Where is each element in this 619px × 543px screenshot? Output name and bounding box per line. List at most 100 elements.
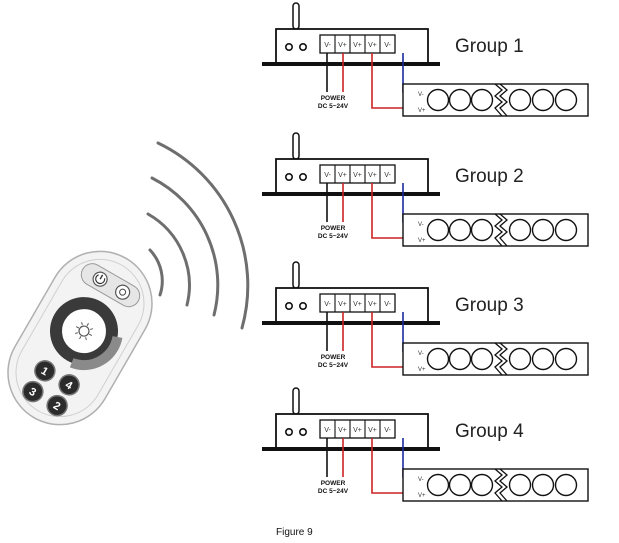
group-label: Group 2	[455, 166, 524, 187]
screw-hole-icon	[298, 42, 307, 51]
antenna-icon	[292, 261, 300, 289]
group-button-3[interactable]: 3	[19, 378, 46, 405]
strip-positive-wire	[371, 183, 410, 239]
terminal-label: V-	[384, 427, 391, 434]
led-icon	[508, 218, 532, 242]
led-icon	[508, 88, 532, 112]
strip-polarity-label: V+	[418, 367, 426, 373]
power-label: POWER	[321, 225, 346, 232]
terminal-block	[319, 293, 396, 313]
group-button-label: 3	[27, 386, 38, 399]
terminal-label: V+	[338, 301, 347, 308]
led-icon	[426, 473, 450, 497]
strip-polarity-label: V-	[418, 222, 424, 228]
led-icon	[531, 473, 555, 497]
screw-hole-icon	[298, 301, 307, 310]
strip-polarity-label: V+	[418, 238, 426, 244]
led-icon	[470, 473, 494, 497]
screw-hole-icon	[298, 172, 307, 181]
terminal-label: V+	[368, 301, 377, 308]
antenna-icon	[292, 387, 300, 415]
terminal-label: V+	[353, 172, 362, 179]
power-label: POWER	[321, 354, 346, 361]
led-icon	[448, 473, 472, 497]
group-button-2[interactable]: 2	[43, 392, 70, 419]
terminal-label: V+	[353, 427, 362, 434]
terminal-label: V+	[353, 301, 362, 308]
group-label: Group 4	[455, 421, 524, 442]
controller-base	[262, 321, 440, 325]
led-icon	[470, 88, 494, 112]
group-button-label: 2	[51, 400, 62, 413]
antenna-icon	[292, 132, 300, 160]
touch-dimmer-ring[interactable]	[24, 272, 143, 391]
led-icon	[554, 473, 578, 497]
terminal-label: V+	[368, 172, 377, 179]
led-icon	[554, 88, 578, 112]
strip-polarity-label: V-	[418, 92, 424, 98]
terminal-label: V-	[384, 172, 391, 179]
terminal-label: V+	[368, 427, 377, 434]
led-icon	[554, 218, 578, 242]
screw-hole-icon	[298, 427, 307, 436]
led-icon	[531, 88, 555, 112]
strip-polarity-label: V+	[418, 108, 426, 114]
terminal-block	[319, 164, 396, 184]
strip-polarity-label: V-	[418, 477, 424, 483]
led-icon	[426, 88, 450, 112]
led-icon	[531, 218, 555, 242]
terminal-label: V+	[353, 42, 362, 49]
led-icon	[531, 347, 555, 371]
remote-control: 1 4 3 2	[7, 141, 250, 426]
mode-button[interactable]	[113, 283, 132, 302]
voltage-label: DC 5~24V	[318, 362, 349, 369]
group-button-1[interactable]: 1	[31, 357, 58, 384]
screw-hole-icon	[284, 427, 293, 436]
power-label: POWER	[321, 95, 346, 102]
screw-hole-icon	[284, 172, 293, 181]
led-icon	[554, 347, 578, 371]
led-icon	[426, 347, 450, 371]
terminal-label: V+	[338, 427, 347, 434]
terminal-label: V-	[384, 42, 391, 49]
terminal-label: V-	[324, 172, 331, 179]
led-icon	[426, 218, 450, 242]
terminal-label: V+	[338, 172, 347, 179]
terminal-label: V-	[324, 42, 331, 49]
voltage-label: DC 5~24V	[318, 488, 349, 495]
signal-waves-icon	[146, 141, 250, 330]
group-label: Group 1	[455, 36, 524, 57]
strip-polarity-label: V-	[418, 351, 424, 357]
group-button-4[interactable]: 4	[55, 371, 82, 398]
voltage-label: DC 5~24V	[318, 103, 349, 110]
strip-positive-wire	[371, 312, 410, 368]
screw-hole-icon	[284, 301, 293, 310]
led-icon	[470, 218, 494, 242]
led-icon	[470, 347, 494, 371]
strip-positive-wire	[371, 53, 410, 109]
terminal-block	[319, 419, 396, 439]
led-icon	[448, 347, 472, 371]
figure-caption: Figure 9	[276, 527, 313, 538]
voltage-label: DC 5~24V	[318, 233, 349, 240]
terminal-block	[319, 34, 396, 54]
terminal-label: V+	[338, 42, 347, 49]
group-buttons: 1 4 3 2	[19, 357, 82, 419]
terminal-label: V-	[324, 301, 331, 308]
strip-break-icon	[494, 342, 503, 376]
group-label: Group 3	[455, 295, 524, 316]
strip-polarity-label: V+	[418, 493, 426, 499]
strip-break-icon	[494, 468, 503, 502]
group-button-label: 1	[39, 365, 50, 378]
controller-base	[262, 447, 440, 451]
led-icon	[508, 473, 532, 497]
terminal-label: V-	[384, 301, 391, 308]
controller-base	[262, 192, 440, 196]
brightness-icon	[74, 322, 94, 341]
controller-base	[262, 62, 440, 66]
